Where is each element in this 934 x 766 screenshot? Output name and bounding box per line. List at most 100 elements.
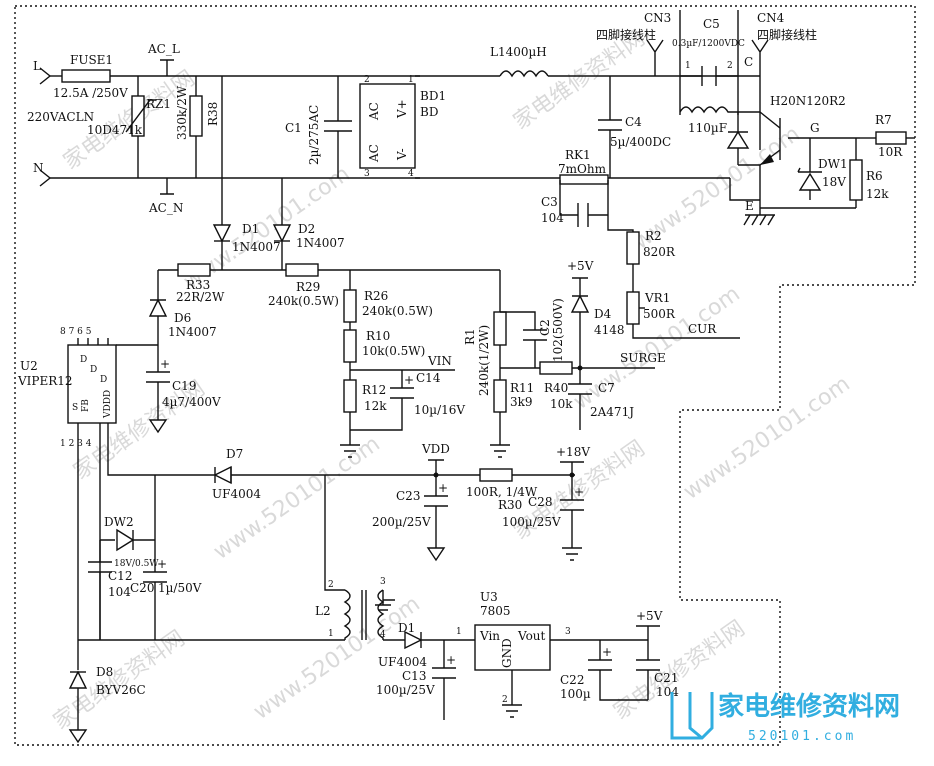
watermark-text: 家电维修资料网 bbox=[49, 626, 190, 735]
bd1-pin2: 2 bbox=[364, 75, 370, 85]
d1b-label: D1 bbox=[398, 621, 415, 635]
vin-net-label: VIN bbox=[427, 354, 452, 368]
resistor-r29 bbox=[285, 263, 319, 277]
u2-pin-s: S bbox=[72, 403, 78, 413]
c3-value: 104 bbox=[541, 211, 564, 225]
igbt-gate bbox=[779, 118, 860, 160]
resistor-r30 bbox=[479, 468, 513, 482]
c1-label: C1 bbox=[285, 121, 302, 135]
watermark-url: www.520101.com bbox=[679, 371, 855, 504]
l1-label: L1400µH bbox=[490, 45, 547, 59]
aux-supply-section: D1 1N4007 D2 1N4007 R33 22R/2W R29 240k(… bbox=[17, 76, 679, 744]
capacitor-c1 bbox=[324, 120, 352, 132]
c20-plus: + bbox=[157, 557, 167, 571]
capacitor-c13 bbox=[432, 667, 456, 679]
vr1-value: 500R bbox=[643, 307, 676, 321]
connector-cn3 bbox=[646, 39, 664, 76]
transformer-l2-secondary bbox=[377, 589, 385, 640]
c4-label: C4 bbox=[625, 115, 642, 129]
l2-pin4: 4 bbox=[380, 630, 386, 640]
diode-d6 bbox=[148, 298, 168, 317]
rk1-value: 7mOhm bbox=[558, 162, 607, 176]
bd1-ac1: AC bbox=[367, 102, 381, 121]
capacitor-c19 bbox=[146, 371, 170, 383]
u3-gnd: GND bbox=[500, 638, 514, 668]
resistor-r7 bbox=[875, 131, 907, 145]
r30-value: 100R, 1/4W bbox=[466, 485, 538, 499]
l2-pin2: 2 bbox=[328, 580, 334, 590]
vdd-net-label: VDD bbox=[421, 442, 450, 456]
c19-value: 4µ7/400V bbox=[162, 395, 221, 409]
neutral-terminal-label: N bbox=[33, 161, 44, 175]
d7-label: D7 bbox=[226, 447, 243, 461]
capacitor-c23 bbox=[424, 495, 448, 507]
r7-label: R7 bbox=[875, 113, 892, 127]
c14-value: 10µ/16V bbox=[414, 403, 465, 417]
capacitor-c21 bbox=[636, 659, 660, 671]
ground-symbol bbox=[490, 444, 510, 458]
c23-value: 200µ/25V bbox=[372, 515, 431, 529]
ground-symbol bbox=[562, 547, 582, 561]
connector-cn4 bbox=[751, 39, 769, 76]
r29-label: R29 bbox=[296, 280, 320, 294]
c5-value: 0.3µF/1200VDC bbox=[672, 39, 745, 49]
inductor-l1 bbox=[499, 70, 549, 78]
d8-value: BYV26C bbox=[96, 683, 146, 697]
ground-symbol bbox=[502, 704, 522, 718]
rz1-label: RZ1 bbox=[146, 97, 171, 111]
capacitor-c4 bbox=[598, 119, 622, 131]
bd1-pin3: 3 bbox=[364, 169, 370, 179]
r29-value: 240k(0.5W) bbox=[268, 294, 339, 308]
plus5v-top-label: +5V bbox=[567, 259, 594, 273]
dw1-label: DW1 bbox=[818, 157, 848, 171]
coil-value: 110µF bbox=[688, 121, 727, 135]
shunt-rk1 bbox=[559, 174, 609, 185]
u3-pin3: 3 bbox=[565, 627, 571, 637]
diode-d2 bbox=[272, 224, 292, 243]
dw2-label: DW2 bbox=[104, 515, 134, 529]
transformer-l2-primary bbox=[343, 589, 351, 640]
zener-dw1 bbox=[798, 172, 822, 191]
power-stage-section: L1400µH CN3 四脚接线柱 C5 0.3µF/1200VDC 1 2 1… bbox=[490, 10, 915, 339]
ac-n-label: AC_N bbox=[148, 201, 183, 215]
c5-pin1: 1 bbox=[685, 61, 691, 71]
c1-value: 2µ/275AC bbox=[307, 105, 321, 165]
d2-value: 1N4007 bbox=[296, 236, 345, 250]
cn3-desc: 四脚接线柱 bbox=[596, 27, 656, 42]
resistor-r1 bbox=[493, 311, 507, 346]
d1-value: 1N4007 bbox=[232, 240, 281, 254]
r12-label: R12 bbox=[362, 383, 386, 397]
l2-pin1: 1 bbox=[328, 629, 334, 639]
c4-value: 5µ/400DC bbox=[610, 135, 671, 149]
capacitor-c20 bbox=[143, 571, 167, 583]
c7-value: 2A471J bbox=[590, 405, 634, 419]
logo-url: 520101.com bbox=[748, 729, 856, 744]
cn4-desc: 四脚接线柱 bbox=[757, 27, 817, 42]
c21-value: 104 bbox=[656, 685, 679, 699]
u2-pin-vdd: VDDD bbox=[103, 390, 113, 419]
d2-label: D2 bbox=[298, 222, 315, 236]
collector-mark: C bbox=[744, 55, 753, 69]
r26-label: R26 bbox=[364, 289, 388, 303]
ac-l-label: AC_L bbox=[147, 42, 180, 56]
c13-label: C13 bbox=[402, 669, 426, 683]
r30-label: R30 bbox=[498, 498, 522, 512]
line-terminal-label: L bbox=[33, 59, 41, 73]
r11-label: R11 bbox=[510, 381, 534, 395]
d7-value: UF4004 bbox=[212, 487, 261, 501]
capacitor-c3 bbox=[577, 203, 589, 227]
r6-label: R6 bbox=[866, 169, 883, 183]
c19-plus: + bbox=[160, 357, 170, 371]
u3-label: U3 bbox=[480, 590, 498, 604]
rk1-label: RK1 bbox=[565, 148, 591, 162]
rz1-value: 10D471k bbox=[87, 123, 143, 137]
c19-label: C19 bbox=[172, 379, 196, 393]
u3-vin: Vin bbox=[479, 629, 500, 643]
fuse bbox=[61, 69, 111, 83]
plus18v-label: +18V bbox=[556, 445, 590, 459]
bd1-type: BD bbox=[420, 105, 438, 119]
c28-plus: + bbox=[574, 485, 584, 499]
cn4-label: CN4 bbox=[757, 11, 785, 25]
line-terminal bbox=[39, 67, 52, 85]
